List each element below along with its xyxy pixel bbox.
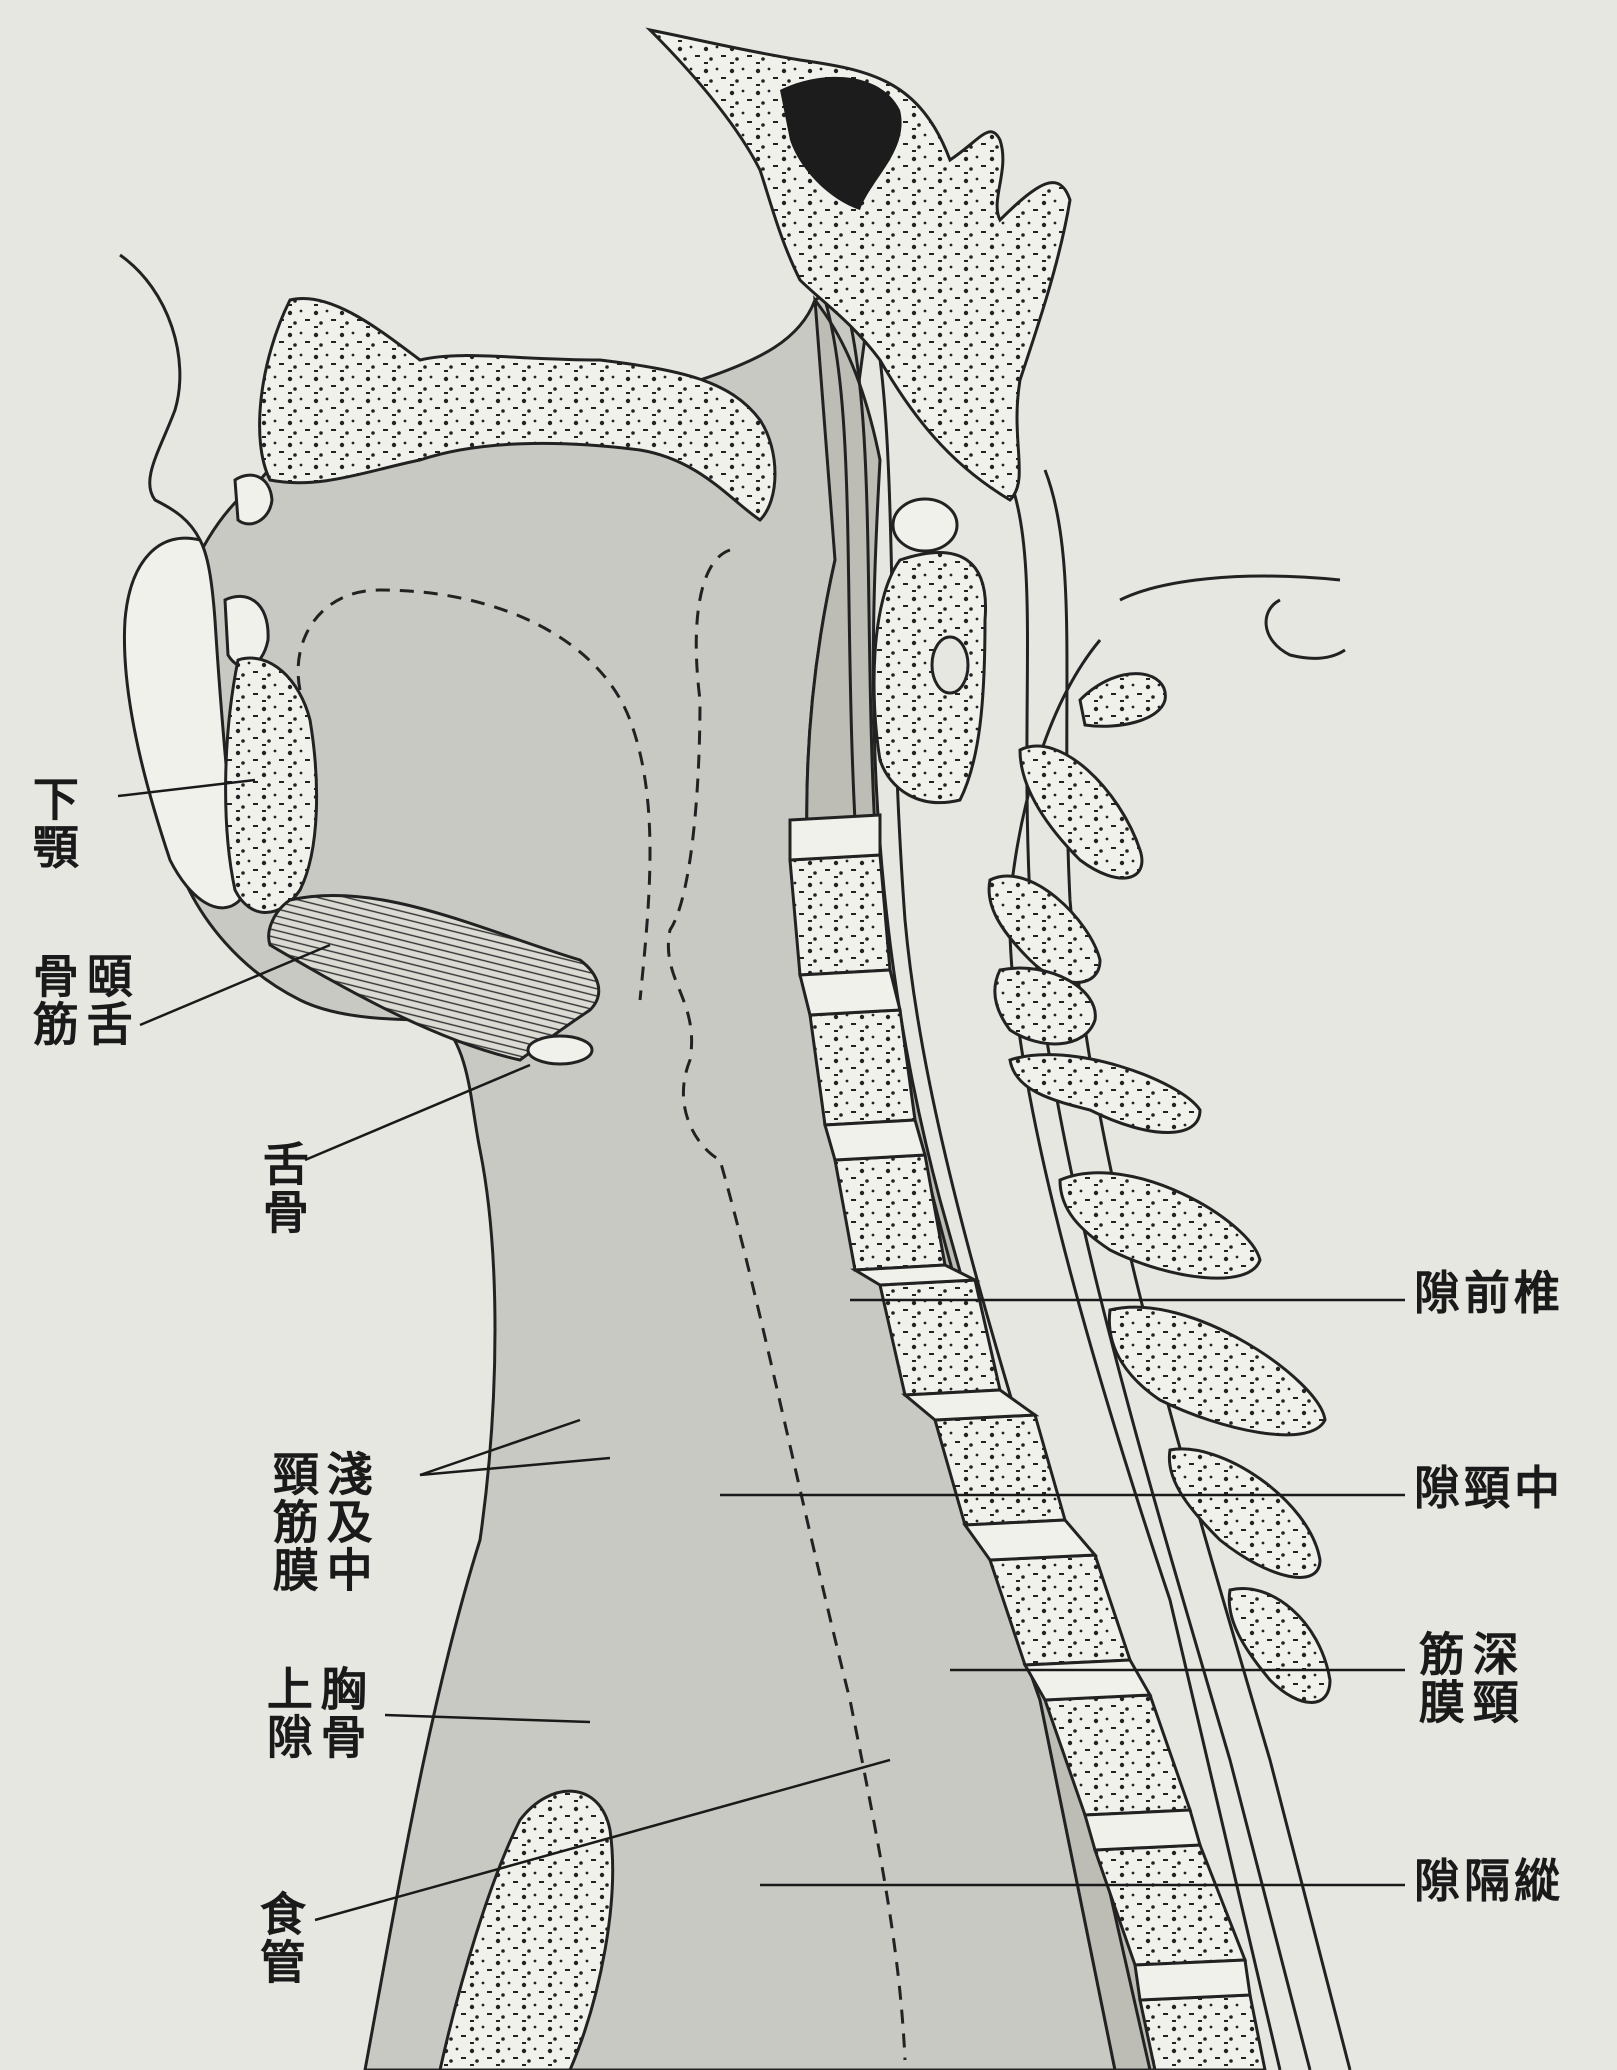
- spinous-process: [1169, 1449, 1320, 1578]
- vertebral-body: [790, 855, 890, 975]
- spinous-process: [1080, 674, 1165, 727]
- transverse-ligament: [932, 637, 968, 693]
- label-mandible: 下顎: [28, 775, 76, 871]
- label-deep-fascia-col1: 深頸: [1468, 1630, 1516, 1726]
- label-esophagus: 食管: [255, 1890, 303, 1986]
- label-geniohyoid-col1: 頤舌: [82, 952, 130, 1048]
- label-mediastinal-space: 縱隔隙: [1414, 1858, 1564, 1906]
- spinous-process: [1229, 1588, 1330, 1702]
- label-suprasternal-col1: 胸骨: [316, 1665, 364, 1761]
- spinous-process: [1020, 746, 1142, 878]
- face-profile: [120, 255, 200, 540]
- spinous-process: [989, 876, 1100, 982]
- vertebral-body: [810, 1010, 915, 1125]
- label-hyoid: 舌骨: [258, 1140, 306, 1236]
- label-suprasternal-space: 胸骨 上隙: [262, 1665, 364, 1761]
- intervertebral-disc: [965, 1520, 1095, 1560]
- label-suprasternal-col2: 上隙: [262, 1665, 310, 1761]
- mandible-bone: [226, 658, 317, 912]
- label-geniohyoid: 頤舌 骨筋: [28, 952, 130, 1048]
- intervertebral-disc: [790, 815, 880, 860]
- intervertebral-disc: [1025, 1660, 1150, 1700]
- occipital-edge: [1266, 600, 1345, 658]
- spinous-process: [1010, 1055, 1200, 1133]
- label-pretracheal-col1: 淺及中: [322, 1450, 370, 1594]
- label-middle-cervical-space: 中頸隙: [1414, 1465, 1564, 1513]
- intervertebral-disc: [1135, 1960, 1250, 2000]
- vertebral-body: [835, 1155, 945, 1270]
- spinous-process: [1109, 1307, 1325, 1435]
- label-pretracheal-fascia: 淺及中 頸筋膜: [268, 1450, 370, 1594]
- intervertebral-disc: [1085, 1810, 1200, 1850]
- spinous-process: [1060, 1173, 1260, 1278]
- label-deep-fascia-col2: 筋膜: [1414, 1630, 1462, 1726]
- intervertebral-disc: [800, 970, 900, 1015]
- label-geniohyoid-col2: 骨筋: [28, 952, 76, 1048]
- vertebral-body: [1140, 1995, 1265, 2070]
- label-deep-cervical-fascia: 深頸 筋膜: [1414, 1630, 1516, 1726]
- atlas-anterior-arch: [893, 499, 957, 551]
- axis-vertebra: [874, 553, 986, 803]
- label-prevertebral-space: 椎前隙: [1414, 1270, 1564, 1318]
- intervertebral-disc: [825, 1120, 925, 1160]
- label-pretracheal-col2: 頸筋膜: [268, 1450, 316, 1594]
- hyoid-bone: [528, 1036, 592, 1064]
